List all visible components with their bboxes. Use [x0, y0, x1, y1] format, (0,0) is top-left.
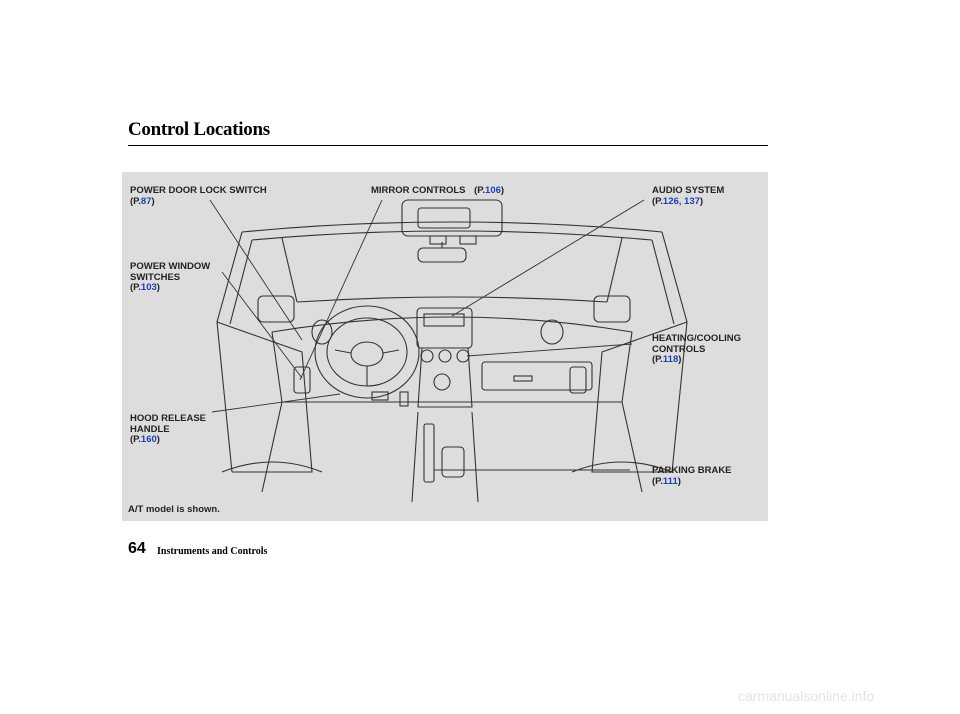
callout-hood-release-label-line2: HANDLE: [130, 423, 170, 435]
callout-audio-system: AUDIO SYSTEM (P.126, 137): [652, 185, 725, 207]
callout-power-door-lock-page-link[interactable]: 87: [140, 195, 152, 207]
callout-power-door-lock: POWER DOOR LOCK SWITCH (P.87): [130, 185, 267, 207]
callout-hood-release: HOOD RELEASE HANDLE (P.160): [130, 413, 207, 446]
callout-hood-release-suffix: ): [156, 434, 160, 445]
watermark: carmanualsonline.info: [738, 688, 875, 704]
callout-parking-brake-prefix: (P.: [652, 475, 663, 487]
callout-hood-release-page-link[interactable]: 160: [140, 434, 157, 445]
callout-heating-cooling: HEATING/COOLING CONTROLS (P.118): [652, 333, 742, 366]
callout-parking-brake-page-link[interactable]: 111: [662, 475, 678, 487]
callout-power-window-page-link[interactable]: 103: [140, 282, 157, 293]
callout-power-window-suffix: ): [156, 282, 160, 293]
callout-power-door-lock-prefix: (P.: [130, 195, 141, 207]
callout-mirror-controls: MIRROR CONTROLS (P.106): [371, 185, 505, 197]
callout-heating-cooling-page-link[interactable]: 118: [662, 354, 679, 365]
callout-heating-cooling-prefix: (P.: [652, 354, 663, 365]
callout-audio-system-suffix: ): [699, 195, 704, 207]
page-title: Control Locations: [128, 119, 270, 140]
section-title: Instruments and Controls: [157, 546, 268, 557]
callout-mirror-controls-page-link[interactable]: 106: [485, 185, 501, 196]
callout-mirror-controls-suffix: ): [500, 185, 505, 196]
callout-audio-system-page-link[interactable]: 126, 137: [662, 195, 700, 207]
callout-power-window-label-line2: SWITCHES: [130, 271, 181, 283]
callout-power-door-lock-suffix: ): [151, 195, 155, 207]
dashboard-illustration: [209, 199, 688, 503]
callout-mirror-controls-label: MIRROR CONTROLS: [371, 185, 466, 196]
callout-parking-brake: PARKING BRAKE (P.111): [652, 465, 732, 487]
callout-heating-cooling-label-line1: HEATING/COOLING: [652, 333, 742, 344]
page-number: 64: [128, 540, 146, 557]
callout-power-window: POWER WINDOW SWITCHES (P.103): [130, 261, 211, 294]
title-rule: [128, 145, 768, 146]
figure-caption: A/T model is shown.: [128, 504, 220, 515]
callout-power-window-label-line1: POWER WINDOW: [130, 261, 211, 272]
dashboard-figure: POWER DOOR LOCK SWITCH (P.87) MIRROR CON…: [122, 172, 768, 521]
callout-parking-brake-suffix: ): [677, 475, 681, 487]
callout-hood-release-prefix: (P.: [130, 434, 141, 445]
callout-mirror-controls-prefix: (P.: [474, 185, 486, 196]
callout-power-door-lock-label: POWER DOOR LOCK SWITCH: [130, 185, 267, 196]
callout-audio-system-label: AUDIO SYSTEM: [652, 185, 725, 196]
callout-audio-system-prefix: (P.: [652, 195, 663, 207]
callout-heating-cooling-label-line2: CONTROLS: [652, 343, 706, 355]
callout-parking-brake-label: PARKING BRAKE: [652, 465, 732, 476]
callout-power-window-prefix: (P.: [130, 282, 141, 293]
callout-hood-release-label-line1: HOOD RELEASE: [130, 413, 207, 424]
callout-heating-cooling-suffix: ): [678, 354, 682, 365]
